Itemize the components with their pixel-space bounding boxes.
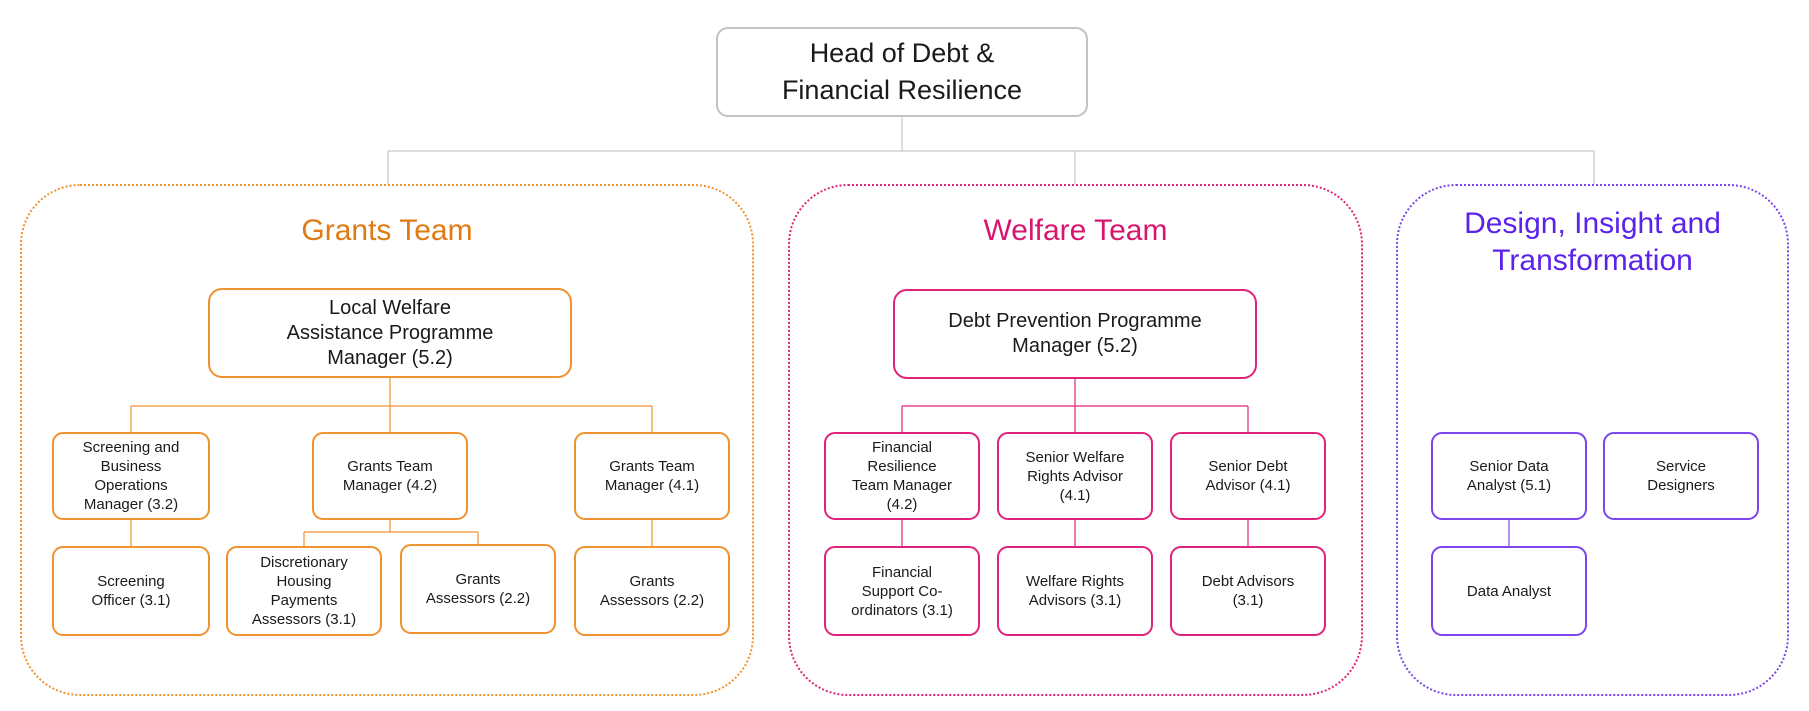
grants-manager-42-node: Grants Team Manager (4.2) <box>312 432 468 520</box>
screening-ops-label: Screening and Business Operations Manage… <box>82 439 180 513</box>
data-analyst-node: Data Analyst <box>1431 546 1587 636</box>
welfare-advisors-label: Welfare Rights Advisors (3.1) <box>1025 573 1125 609</box>
design-team-container: Design, Insight and Transformation <box>1396 184 1789 696</box>
senior-welfare-label: Senior Welfare Rights Advisor (4.1) <box>1025 448 1125 504</box>
senior-data-analyst-label: Senior Data Analyst (5.1) <box>1466 458 1552 494</box>
grants-assessors-a-label: Grants Assessors (2.2) <box>425 571 531 607</box>
grants-assessors-b-label: Grants Assessors (2.2) <box>599 573 705 609</box>
grants-manager-node: Local Welfare Assistance Programme Manag… <box>208 288 572 378</box>
fs-coordinators-node: Financial Support Co- ordinators (3.1) <box>824 546 980 636</box>
grants-manager-label: Local Welfare Assistance Programme Manag… <box>286 296 494 369</box>
senior-debt-label: Senior Debt Advisor (4.1) <box>1205 458 1291 494</box>
dhp-assessors-node: Discretionary Housing Payments Assessors… <box>226 546 382 636</box>
fr-team-manager-node: Financial Resilience Team Manager (4.2) <box>824 432 980 520</box>
debt-advisors-node: Debt Advisors (3.1) <box>1170 546 1326 636</box>
grants-team-title: Grants Team <box>301 214 473 247</box>
head-label: Head of Debt & Financial Resilience <box>781 38 1023 105</box>
senior-data-analyst-node: Senior Data Analyst (5.1) <box>1431 432 1587 520</box>
senior-welfare-node: Senior Welfare Rights Advisor (4.1) <box>997 432 1153 520</box>
service-designers-label: Service Designers <box>1647 458 1715 494</box>
debt-advisors-label: Debt Advisors (3.1) <box>1201 573 1295 609</box>
welfare-team-title: Welfare Team <box>983 214 1168 247</box>
senior-debt-node: Senior Debt Advisor (4.1) <box>1170 432 1326 520</box>
design-team-title: Design, Insight and Transformation <box>1464 207 1721 277</box>
screening-officer-node: Screening Officer (3.1) <box>52 546 210 636</box>
fs-coordinators-label: Financial Support Co- ordinators (3.1) <box>851 563 953 619</box>
grants-manager-42-label: Grants Team Manager (4.2) <box>342 458 438 494</box>
welfare-manager-node: Debt Prevention Programme Manager (5.2) <box>893 289 1257 379</box>
welfare-team-container: Welfare Team <box>788 184 1363 696</box>
screening-ops-node: Screening and Business Operations Manage… <box>52 432 210 520</box>
dhp-assessors-label: Discretionary Housing Payments Assessors… <box>251 554 357 628</box>
data-analyst-label: Data Analyst <box>1466 582 1552 600</box>
screening-officer-label: Screening Officer (3.1) <box>91 573 171 609</box>
fr-team-manager-label: Financial Resilience Team Manager (4.2) <box>851 439 953 513</box>
head-node: Head of Debt & Financial Resilience <box>716 27 1088 117</box>
grants-assessors-b-node: Grants Assessors (2.2) <box>574 546 730 636</box>
grants-manager-41-node: Grants Team Manager (4.1) <box>574 432 730 520</box>
service-designers-node: Service Designers <box>1603 432 1759 520</box>
welfare-advisors-node: Welfare Rights Advisors (3.1) <box>997 546 1153 636</box>
welfare-manager-label: Debt Prevention Programme Manager (5.2) <box>948 310 1202 357</box>
grants-team-container: Grants Team <box>20 184 754 696</box>
grants-manager-41-label: Grants Team Manager (4.1) <box>604 458 700 494</box>
grants-assessors-a-node: Grants Assessors (2.2) <box>400 544 556 634</box>
